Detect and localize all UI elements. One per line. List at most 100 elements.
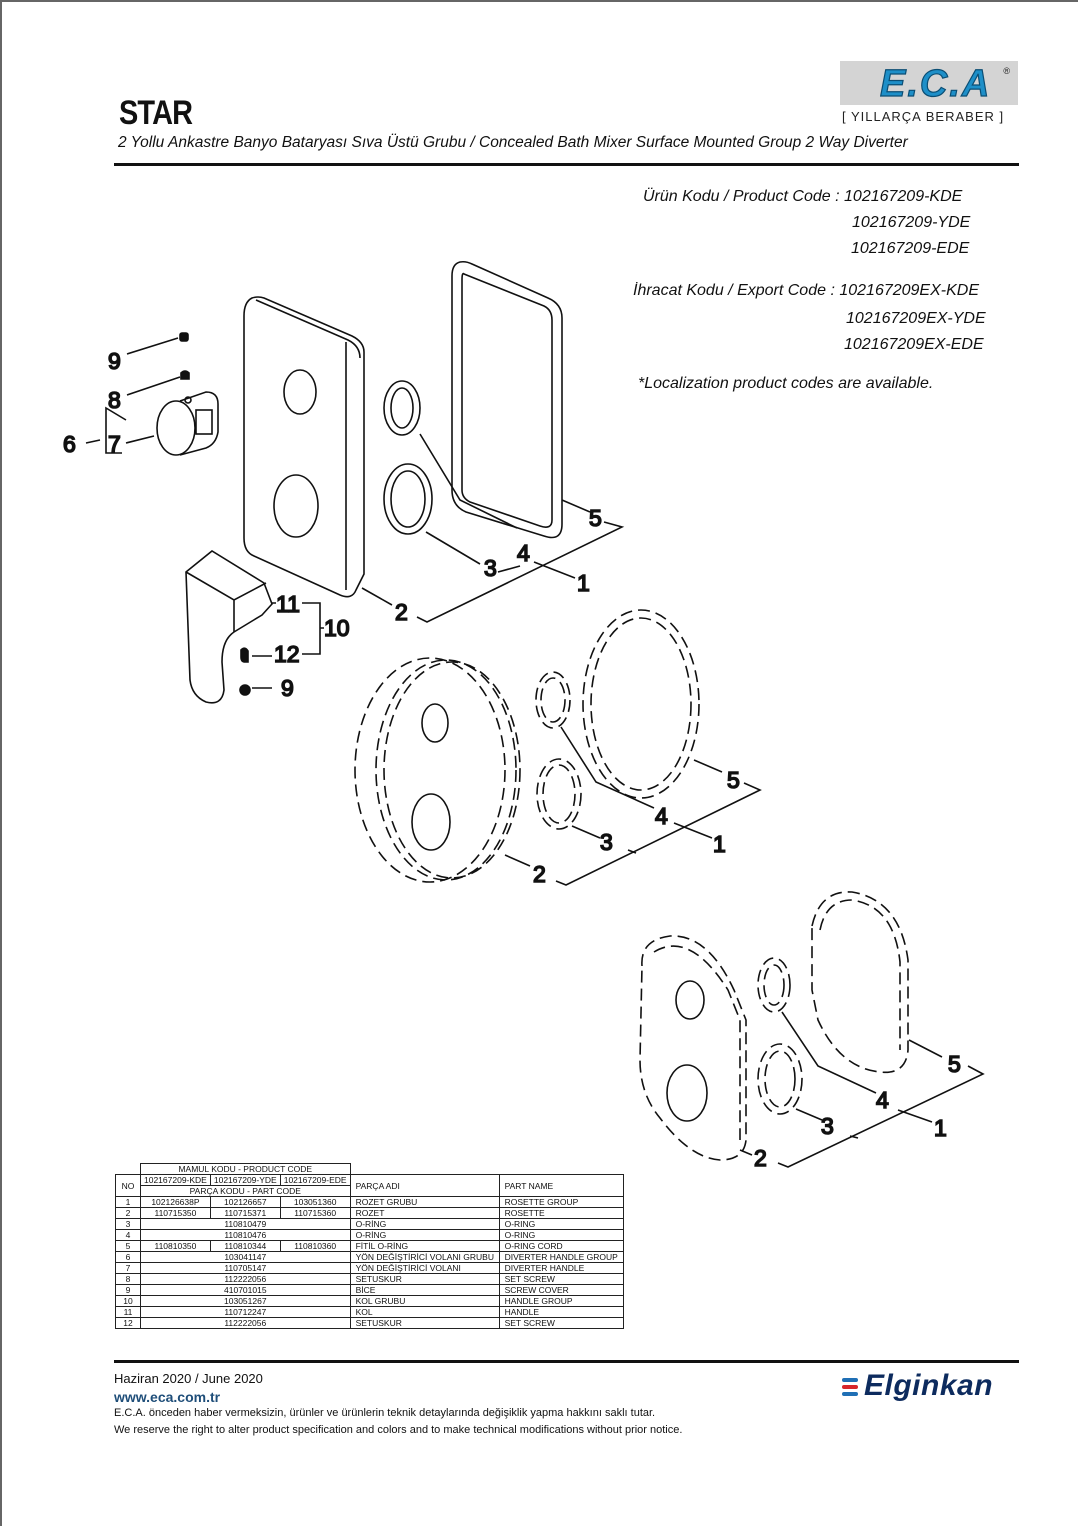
row-number: 5 [115,1240,141,1252]
callout-3: 3 [600,829,613,855]
set-screw-icon [240,647,249,663]
set-screw-icon [180,370,190,380]
lever-handle [185,550,273,704]
part-code: 110715350 [140,1207,211,1219]
o-ring-cord-rectangular [451,260,563,539]
callout-7: 7 [108,431,121,457]
part-name-tr: O-RİNG [349,1218,500,1230]
part-code: 110810476 [140,1229,351,1241]
callout-5: 5 [727,767,740,793]
part-name-tr: YÖN DEĞİŞTİRİCİ VOLANI GRUBU [349,1251,500,1263]
rosette-round-set [354,609,700,883]
row-number: 11 [115,1306,141,1318]
callout-1: 1 [934,1115,947,1141]
elginkan-wordmark: Elginkan [864,1369,994,1402]
part-name-en: HANDLE [498,1306,624,1318]
part-name-en: SET SCREW [498,1273,624,1285]
part-code: 410701015 [140,1284,351,1296]
callout-9b: 9 [281,675,294,701]
eca-logo: E.C.A ® [840,61,1018,106]
export-code-2: 102167209EX-YDE [846,310,986,327]
elginkan-bar [842,1385,858,1389]
o-rings-rectangular-set [383,380,433,535]
callout-5: 5 [589,505,602,531]
brand-tagline: [ YILLARÇA BERABER ] [842,109,1005,124]
part-name-tr: ROZET GRUBU [349,1196,500,1208]
elginkan-bars-icon [842,1378,858,1399]
part-name-tr: KOL GRUBU [349,1295,500,1307]
part-name-en: SCREW COVER [498,1284,624,1296]
variant-header-ede: 102167209-EDE [279,1174,351,1186]
callout-10: 10 [324,615,350,641]
callout-3: 3 [484,555,497,581]
part-code: 103041147 [140,1251,351,1263]
disclaimer-en: We reserve the right to alter product sp… [114,1424,683,1436]
diverter-handle [156,391,219,456]
part-code: 112222056 [140,1317,351,1329]
callout-1: 1 [577,570,590,596]
part-code: 102126638P [140,1196,211,1208]
part-name-tr: SETUSKUR [349,1317,500,1329]
page-title: STAR [119,94,193,132]
rosette-round-holes [411,703,451,851]
callout-6: 6 [63,431,76,457]
part-code: 110715360 [279,1207,351,1219]
footer-url-link[interactable]: www.eca.com.tr [114,1389,221,1405]
part-code: 110810479 [140,1218,351,1230]
row-number: 10 [115,1295,141,1307]
callout-5: 5 [948,1051,961,1077]
part-name-en: O-RING [498,1218,624,1230]
part-code: 110705147 [140,1262,351,1274]
part-name-tr: ROZET [349,1207,500,1219]
part-name-tr: SETUSKUR [349,1273,500,1285]
row-number: 8 [115,1273,141,1285]
rosette-oval-holes [666,980,708,1122]
export-code-label: İhracat Kodu / Export Code : 102167209EX… [633,282,979,299]
part-name-en: SET SCREW [498,1317,624,1329]
product-code-2: 102167209-YDE [852,214,971,231]
localization-note: *Localization product codes are availabl… [638,375,934,392]
part-code: 110715371 [209,1207,281,1219]
elginkan-bar [842,1392,858,1396]
part-name-tr: O-RİNG [349,1229,500,1241]
no-header: NO [115,1174,141,1197]
elginkan-bar [842,1378,858,1382]
callout-4: 4 [876,1087,889,1113]
part-name-en: DIVERTER HANDLE GROUP [498,1251,624,1263]
row-number: 12 [115,1317,141,1329]
header-divider [114,163,1019,166]
row-number: 3 [115,1218,141,1230]
disclaimer-tr: E.C.A. önceden haber vermeksizin, ürünle… [114,1407,656,1419]
callout-8: 8 [108,387,121,413]
callout-3: 3 [821,1113,834,1139]
callout-2: 2 [533,861,546,887]
exploded-diagram: 9 8 6 7 11 10 12 9 5 4 3 1 2 5 4 3 1 2 5… [62,260,985,1172]
callout-9: 9 [108,348,121,374]
row-number: 6 [115,1251,141,1263]
export-code-1: 102167209EX-KDE [839,282,979,299]
callout-11: 11 [276,591,300,617]
footer-divider [114,1360,1019,1363]
part-name-en: O-RING CORD [498,1240,624,1252]
registered-icon: ® [1003,66,1010,76]
part-code: 103051360 [279,1196,351,1208]
part-name-tr: BİCE [349,1284,500,1296]
footer-date: Haziran 2020 / June 2020 [114,1371,263,1386]
callout-1: 1 [713,831,726,857]
row-number: 4 [115,1229,141,1241]
part-name-en: DIVERTER HANDLE [498,1262,624,1274]
part-code: 103051267 [140,1295,351,1307]
rosette-rectangular [243,296,365,598]
part-name-tr-header: PARÇA ADI [349,1174,500,1197]
page-subtitle: 2 Yollu Ankastre Banyo Bataryası Sıva Üs… [118,134,908,151]
row-number: 9 [115,1284,141,1296]
